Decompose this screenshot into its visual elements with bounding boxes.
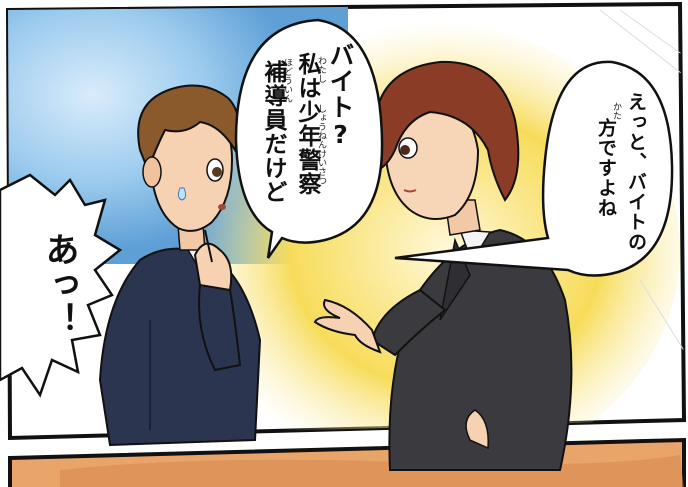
speech-bubble-middle xyxy=(234,18,384,259)
ruby-watashi: わたし xyxy=(316,56,326,83)
speech-burst-left xyxy=(0,173,123,398)
ruby-kata: かた xyxy=(611,102,621,120)
speech-text-kata: 方ですよね xyxy=(595,118,617,218)
speech-bubble-right xyxy=(394,60,674,277)
ruby-hodouin: ほどういん xyxy=(282,58,292,103)
woman-character xyxy=(313,60,573,471)
speech-text-etto: えっと、バイトの xyxy=(625,92,647,252)
speech-text-ah: あっ！ xyxy=(39,232,79,337)
bottom-panel xyxy=(8,437,686,487)
speech-text-watashi-line: 私は少年警察 xyxy=(294,52,320,196)
ruby-shounenkeisatsu: しょうねんけいさつ xyxy=(316,104,326,185)
boy-character xyxy=(98,84,262,447)
speech-text-hodouin-line: 補導員だけど xyxy=(260,60,286,204)
speech-text-baito: バイト? xyxy=(326,42,355,150)
